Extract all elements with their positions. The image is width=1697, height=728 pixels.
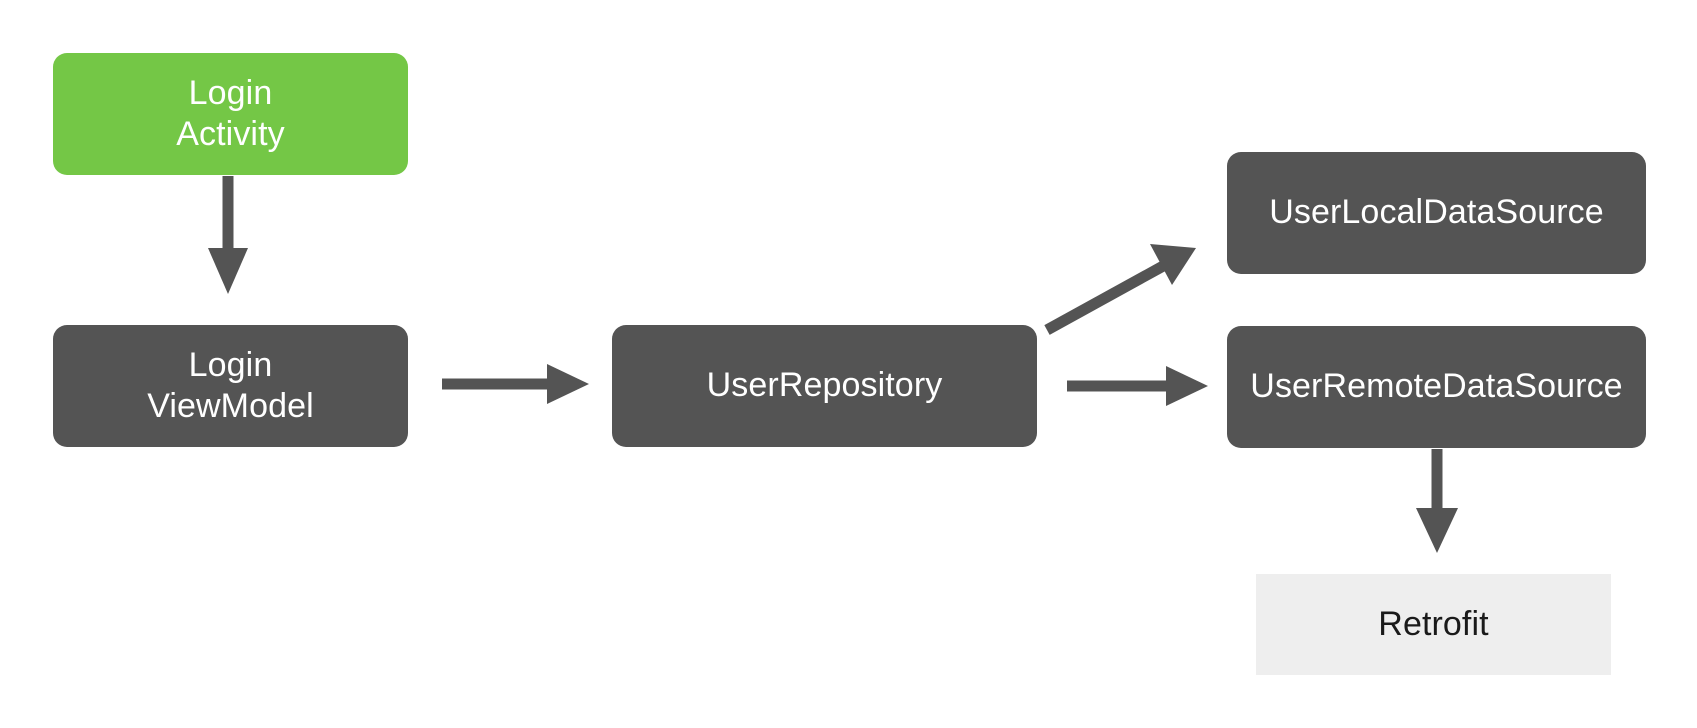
- node-user-repository[interactable]: UserRepository: [612, 325, 1037, 447]
- node-user-remote-data-source-label: UserRemoteDataSource: [1250, 367, 1623, 406]
- edge-repository-to-remote: [1067, 366, 1208, 406]
- node-user-local-data-source-label: UserLocalDataSource: [1269, 193, 1604, 232]
- edge-repository-to-local: [1044, 244, 1196, 335]
- node-retrofit-label: Retrofit: [1378, 604, 1489, 643]
- node-user-local-data-source[interactable]: UserLocalDataSource: [1227, 152, 1646, 274]
- node-login-viewmodel[interactable]: Login ViewModel: [53, 325, 408, 447]
- node-login-activity-label: Login Activity: [176, 73, 285, 153]
- node-retrofit[interactable]: Retrofit: [1256, 574, 1611, 675]
- edge-viewmodel-to-repository: [442, 364, 589, 404]
- edge-remote-to-retrofit: [1416, 449, 1458, 553]
- node-user-remote-data-source[interactable]: UserRemoteDataSource: [1227, 326, 1646, 448]
- node-user-repository-label: UserRepository: [706, 366, 943, 405]
- edge-activity-to-viewmodel: [208, 176, 248, 294]
- node-login-activity[interactable]: Login Activity: [53, 53, 408, 175]
- node-login-viewmodel-label: Login ViewModel: [147, 345, 314, 425]
